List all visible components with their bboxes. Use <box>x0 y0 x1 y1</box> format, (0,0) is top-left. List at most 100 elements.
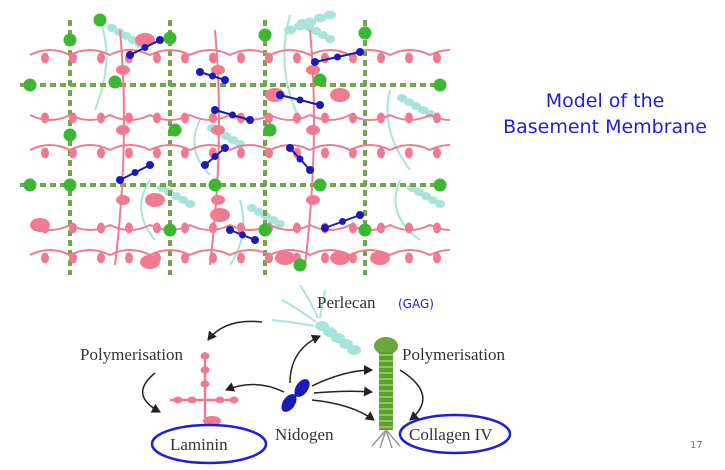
laminin-bead <box>377 52 385 64</box>
laminin-bead <box>97 112 105 124</box>
laminin-bead <box>153 222 161 234</box>
perlecan-bead <box>397 94 407 102</box>
nidogen-bead <box>196 68 204 76</box>
nidogen-links <box>116 36 364 244</box>
collagen-iv-molecule <box>371 337 401 449</box>
laminin-bead <box>433 147 441 159</box>
laminin-bead <box>153 147 161 159</box>
nidogen-bead <box>339 218 346 225</box>
nidogen-bead <box>201 161 209 169</box>
laminin-globule <box>210 208 230 222</box>
perlecan-bead <box>107 24 117 32</box>
perlecan-bead <box>294 21 306 31</box>
collagen-node <box>258 28 272 42</box>
nidogen-bead <box>321 224 329 232</box>
laminin-bead <box>211 125 225 135</box>
laminin-globule <box>330 251 350 265</box>
perlecan-bead <box>324 10 336 20</box>
laminin-bead <box>125 222 133 234</box>
collagen-node <box>358 26 372 40</box>
perlecan-bead <box>421 192 431 200</box>
collagen-node <box>258 223 272 237</box>
nidogen-bead <box>126 51 134 59</box>
collagen-node <box>63 33 77 47</box>
laminin-bead <box>237 52 245 64</box>
interaction-arrows <box>142 320 424 421</box>
laminin-bead <box>211 65 225 75</box>
collagen-node <box>433 78 447 92</box>
laminin-bead <box>209 112 217 124</box>
arrow-laminin-polymerisation <box>142 372 161 413</box>
perlecan-strand <box>394 179 421 241</box>
laminin-bead <box>433 52 441 64</box>
perlecan-bead <box>414 188 424 196</box>
perlecan-label: Perlecan <box>317 293 376 312</box>
laminin-globule <box>30 218 50 232</box>
nidogen-bead <box>116 176 124 184</box>
collagen-node <box>63 178 77 192</box>
laminin-bead <box>97 147 105 159</box>
laminin-network <box>29 29 450 269</box>
nidogen-bead <box>209 72 216 80</box>
arrow-nidogen-to-perlecan <box>289 334 321 384</box>
laminin-globule <box>330 88 350 102</box>
laminin-bead <box>153 52 161 64</box>
collagen-iv-label: Collagen IV <box>409 425 493 444</box>
laminin-bead <box>377 147 385 159</box>
perlecan-bead <box>114 28 124 36</box>
collagen-node <box>313 178 327 192</box>
laminin-bead <box>153 112 161 124</box>
laminin-chain <box>29 49 450 57</box>
nidogen-bead <box>296 155 304 163</box>
laminin-bead <box>321 252 329 264</box>
perlecan-molecule <box>271 284 361 355</box>
laminin-bead <box>433 112 441 124</box>
collagen-node <box>93 13 107 27</box>
laminin-bead <box>306 125 320 135</box>
nidogen-bead <box>229 111 236 119</box>
collagen-node <box>168 123 182 137</box>
nidogen-bead <box>356 211 364 219</box>
laminin-bead <box>293 112 301 124</box>
nidogen-bead <box>156 36 164 44</box>
arrow-nidogen-to-collagen-3 <box>311 399 375 421</box>
nidogen-bead <box>239 231 246 239</box>
perlecan-bead <box>228 136 238 144</box>
nidogen-bead <box>131 169 139 176</box>
nidogen-bead <box>334 53 341 61</box>
laminin-bead <box>181 112 189 124</box>
laminin-bead <box>41 147 49 159</box>
laminin-bead <box>377 222 385 234</box>
nidogen-label: Nidogen <box>275 425 334 444</box>
laminin-bead <box>321 147 329 159</box>
collagen-node <box>263 123 277 137</box>
nidogen-bead <box>311 58 319 66</box>
perlecan-bead <box>221 132 231 140</box>
laminin-chain <box>209 29 220 266</box>
perlecan-bead <box>304 17 316 27</box>
nidogen-bead <box>286 144 294 152</box>
laminin-bead <box>181 252 189 264</box>
laminin-bead <box>41 112 49 124</box>
laminin-bead <box>349 222 357 234</box>
perlecan-bead <box>185 200 195 208</box>
laminin-chain <box>114 29 125 266</box>
nidogen-bead <box>246 116 254 124</box>
laminin-bead <box>377 112 385 124</box>
nidogen-bead <box>356 48 364 56</box>
slide-number: 17 <box>690 440 703 451</box>
arrow-collagen-polymerisation <box>399 369 424 421</box>
arrow-perlecan-to-laminin <box>207 320 263 341</box>
perlecan-bead <box>435 200 445 208</box>
collagen-node <box>23 178 37 192</box>
laminin-bead <box>405 252 413 264</box>
laminin-molecule <box>170 352 239 426</box>
laminin-bead <box>405 112 413 124</box>
nidogen-bead <box>211 153 219 160</box>
laminin-bead <box>349 112 357 124</box>
laminin-label: Laminin <box>170 435 228 454</box>
laminin-bead <box>321 112 329 124</box>
collagen-iv-highlight-ellipse <box>398 413 512 455</box>
laminin-bead <box>181 52 189 64</box>
